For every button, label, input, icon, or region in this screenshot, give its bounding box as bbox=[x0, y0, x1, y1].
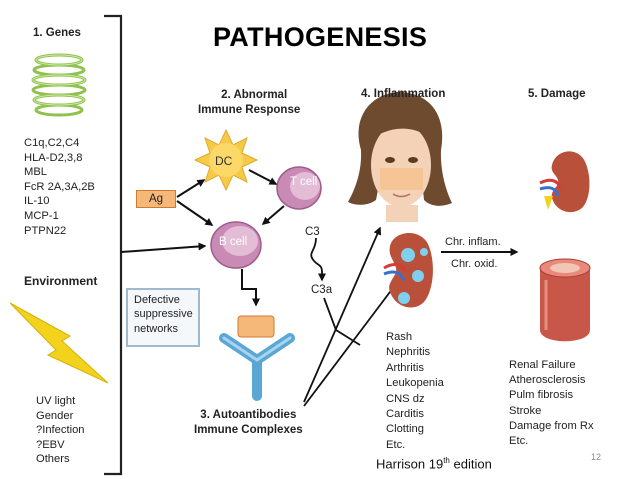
list-item: HLA-D2,3,8 bbox=[24, 151, 83, 164]
defective-networks-box: Defective suppressive networks bbox=[126, 288, 200, 347]
list-item: ?EBV bbox=[36, 438, 65, 451]
dc-star-icon bbox=[193, 128, 259, 192]
b-cell-label: B cell bbox=[219, 236, 248, 248]
inflammation-list: Rash Nephritis Arthritis Leukopenia CNS … bbox=[386, 330, 444, 453]
slide-number: 12 bbox=[591, 452, 602, 462]
damage-header: 5. Damage bbox=[528, 88, 586, 100]
list-item: MCP-1 bbox=[24, 209, 59, 222]
damage-list: Renal Failure Atherosclerosis Pulm fibro… bbox=[509, 358, 594, 449]
gene-list: C1q,C2,C4 HLA-D2,3,8 MBL FcR 2A,3A,2B IL… bbox=[24, 136, 95, 238]
list-item: PTPN22 bbox=[24, 224, 67, 237]
list-item: Others bbox=[36, 453, 70, 466]
kidney-icon bbox=[539, 151, 590, 213]
genes-header: 1. Genes bbox=[33, 27, 81, 39]
genes-environment-bracket bbox=[104, 14, 123, 476]
list-item: ?Infection bbox=[36, 424, 85, 437]
arrow-to-b-cell bbox=[120, 242, 207, 253]
t-cell-icon bbox=[276, 166, 322, 210]
b-cell-icon bbox=[210, 221, 262, 269]
list-item: Rash bbox=[386, 331, 413, 343]
dc-label: DC bbox=[215, 154, 233, 168]
c3a-label: C3a bbox=[311, 284, 333, 296]
artery-icon bbox=[539, 258, 591, 342]
chronic-inflammation-label: Chr. inflam. bbox=[445, 236, 501, 248]
t-cell-label: T cell bbox=[290, 176, 318, 188]
environment-header: Environment bbox=[24, 274, 98, 288]
antibody-icon bbox=[219, 315, 295, 401]
source-credit: Harrison 19th edition bbox=[376, 456, 492, 472]
list-item: Gender bbox=[36, 409, 74, 422]
list-item: Etc. bbox=[509, 435, 529, 448]
antigen-box: Ag bbox=[136, 190, 176, 208]
list-item: UV light bbox=[36, 395, 76, 407]
face-icon bbox=[348, 92, 452, 222]
list-item: Clotting bbox=[386, 423, 424, 436]
c3-label: C3 bbox=[305, 226, 320, 238]
list-item: IL-10 bbox=[24, 195, 50, 208]
list-item: Arthritis bbox=[386, 361, 424, 374]
autoantibodies-header: 3. Autoantibodies Immune Complexes bbox=[194, 409, 303, 436]
list-item: Renal Failure bbox=[509, 359, 576, 371]
list-item: Atherosclerosis bbox=[509, 374, 586, 387]
list-item: Carditis bbox=[386, 408, 424, 421]
environment-list: UV light Gender ?Infection ?EBV Others bbox=[36, 394, 85, 467]
list-item: Etc. bbox=[386, 438, 406, 451]
list-item: C1q,C2,C4 bbox=[24, 137, 80, 149]
list-item: Nephritis bbox=[386, 346, 431, 359]
list-item: Damage from Rx bbox=[509, 419, 594, 432]
list-item: Stroke bbox=[509, 404, 542, 417]
lightning-icon bbox=[9, 302, 109, 384]
list-item: CNS dz bbox=[386, 392, 425, 405]
list-item: MBL bbox=[24, 166, 48, 179]
inflamed-kidney-icon bbox=[383, 232, 433, 308]
chronic-oxidation-label: Chr. oxid. bbox=[451, 258, 498, 270]
list-item: Leukopenia bbox=[386, 377, 444, 390]
inflammation-header: 4. Inflammation bbox=[361, 88, 446, 100]
abnormal-response-header: 2. Abnormal Immune Response bbox=[198, 89, 301, 116]
page-title: PATHOGENESIS bbox=[213, 22, 428, 52]
list-item: Pulm fibrosis bbox=[509, 389, 574, 402]
list-item: FcR 2A,3A,2B bbox=[24, 180, 95, 193]
